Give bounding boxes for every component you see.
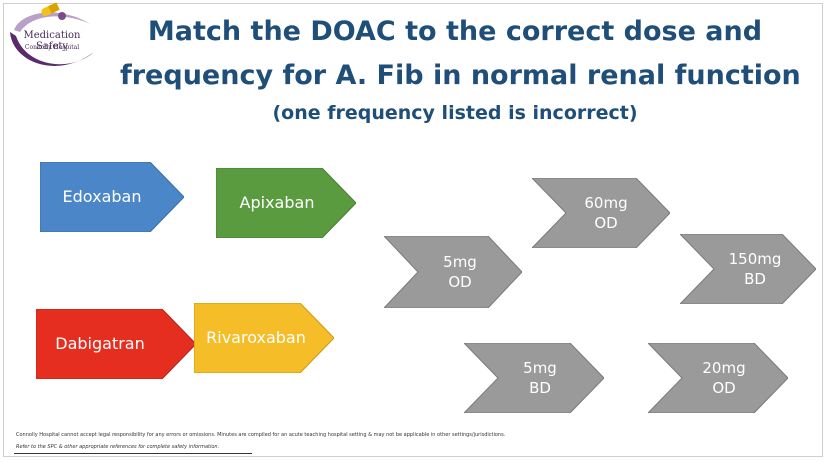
chevron-arrow-shape bbox=[384, 236, 522, 308]
chevron-arrow-shape bbox=[464, 343, 604, 413]
dabigatran-arrow-shape bbox=[36, 309, 196, 379]
chevron-arrow-shape bbox=[680, 234, 816, 304]
chevron-arrow-shape bbox=[532, 178, 670, 248]
legal-disclaimer: Connolly Hospital cannot accept legal re… bbox=[16, 432, 506, 438]
reference-note: Refer to the SPC & other appropriate ref… bbox=[16, 444, 220, 450]
chevron-arrow-shape bbox=[648, 343, 788, 413]
logo-title: Medication Safety bbox=[23, 30, 81, 52]
footer-divider bbox=[14, 453, 252, 454]
drug-apixaban[interactable]: Apixaban bbox=[216, 168, 356, 238]
drug-label: Apixaban bbox=[239, 193, 315, 213]
page-subtitle: (one frequency listed is incorrect) bbox=[272, 102, 638, 124]
drug-rivaroxaban[interactable]: Rivaroxaban bbox=[194, 303, 334, 373]
drug-label: Edoxaban bbox=[62, 187, 142, 207]
slide-frame bbox=[3, 3, 823, 457]
page-title-line1: Match the DOAC to the correct dose and bbox=[147, 16, 763, 47]
drug-dabigatran[interactable]: Dabigatran bbox=[36, 309, 196, 379]
medication-safety-logo: Medication Safety Connolly Hospital bbox=[2, 2, 106, 84]
edoxaban-arrow-shape bbox=[40, 162, 184, 232]
apixaban-arrow-shape bbox=[216, 168, 356, 238]
drug-edoxaban[interactable]: Edoxaban bbox=[40, 162, 184, 232]
logo-subtitle: Connolly Hospital bbox=[24, 44, 80, 51]
logo-swoosh-icon bbox=[10, 2, 94, 66]
drug-label: Rivaroxaban bbox=[206, 328, 306, 348]
drug-label: Dabigatran bbox=[55, 334, 145, 354]
rivaroxaban-arrow-shape bbox=[194, 303, 334, 373]
page-title-line2: frequency for A. Fib in normal renal fun… bbox=[120, 60, 801, 91]
